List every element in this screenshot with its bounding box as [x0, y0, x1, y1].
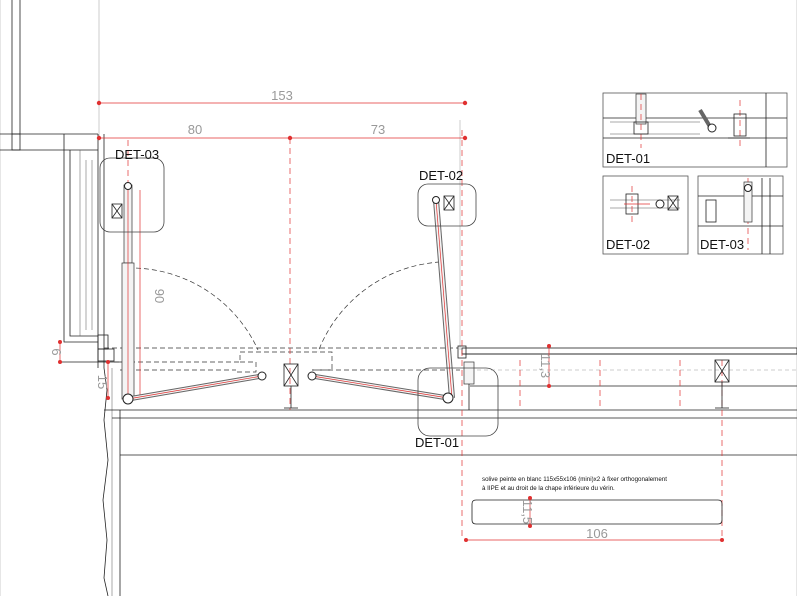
inset-label-det03: DET-03 — [700, 237, 744, 252]
dim-beam-height-label: 11,5 — [520, 500, 535, 524]
inset-det01: DET-01 — [602, 92, 788, 168]
label-det02: DET-02 — [419, 168, 463, 183]
detail-zones — [99, 157, 499, 437]
dim-total-label: 153 — [271, 88, 293, 103]
zone-det03 — [99, 157, 165, 233]
note-line-2: à IIPE et au droit de la chape inférieur… — [482, 485, 615, 492]
zone-det02 — [417, 183, 477, 227]
opening-arcs — [127, 261, 441, 353]
dim-offset-bottom-label: 15 — [95, 375, 110, 389]
left-jack — [111, 182, 267, 405]
inset-det03: DET-03 — [697, 175, 784, 255]
inset-det02: DET-02 — [602, 175, 689, 255]
zone-det01 — [417, 367, 499, 437]
inset-label-det01: DET-01 — [606, 151, 650, 166]
right-jack — [307, 195, 475, 410]
dim-right-height-label: 11,3 — [538, 354, 553, 378]
dim-radius-label: 90 — [152, 289, 167, 303]
inset-label-det02: DET-02 — [606, 237, 650, 252]
dimension-90: 90 — [152, 289, 167, 303]
dimension-right-height: 11,3 — [538, 344, 553, 388]
left-wall — [0, 0, 124, 596]
beam-detail: 11,5 106 — [464, 496, 724, 542]
support-blocks — [283, 359, 730, 409]
dim-beam-length-label: 106 — [586, 526, 608, 541]
dim-right-label: 73 — [371, 122, 385, 137]
note-line-1: solive peinte en blanc 115x55x106 (mini)… — [482, 476, 667, 483]
dimension-left-offsets: 6 15 — [49, 340, 110, 400]
label-det01: DET-01 — [415, 435, 459, 450]
label-det03: DET-03 — [115, 147, 159, 162]
floor-structure — [104, 345, 797, 596]
dimension-153: 153 — [96, 88, 468, 106]
dim-offset-top-label: 6 — [49, 348, 64, 355]
dimension-80-73: 80 73 — [96, 122, 468, 141]
dim-left-label: 80 — [188, 122, 202, 137]
